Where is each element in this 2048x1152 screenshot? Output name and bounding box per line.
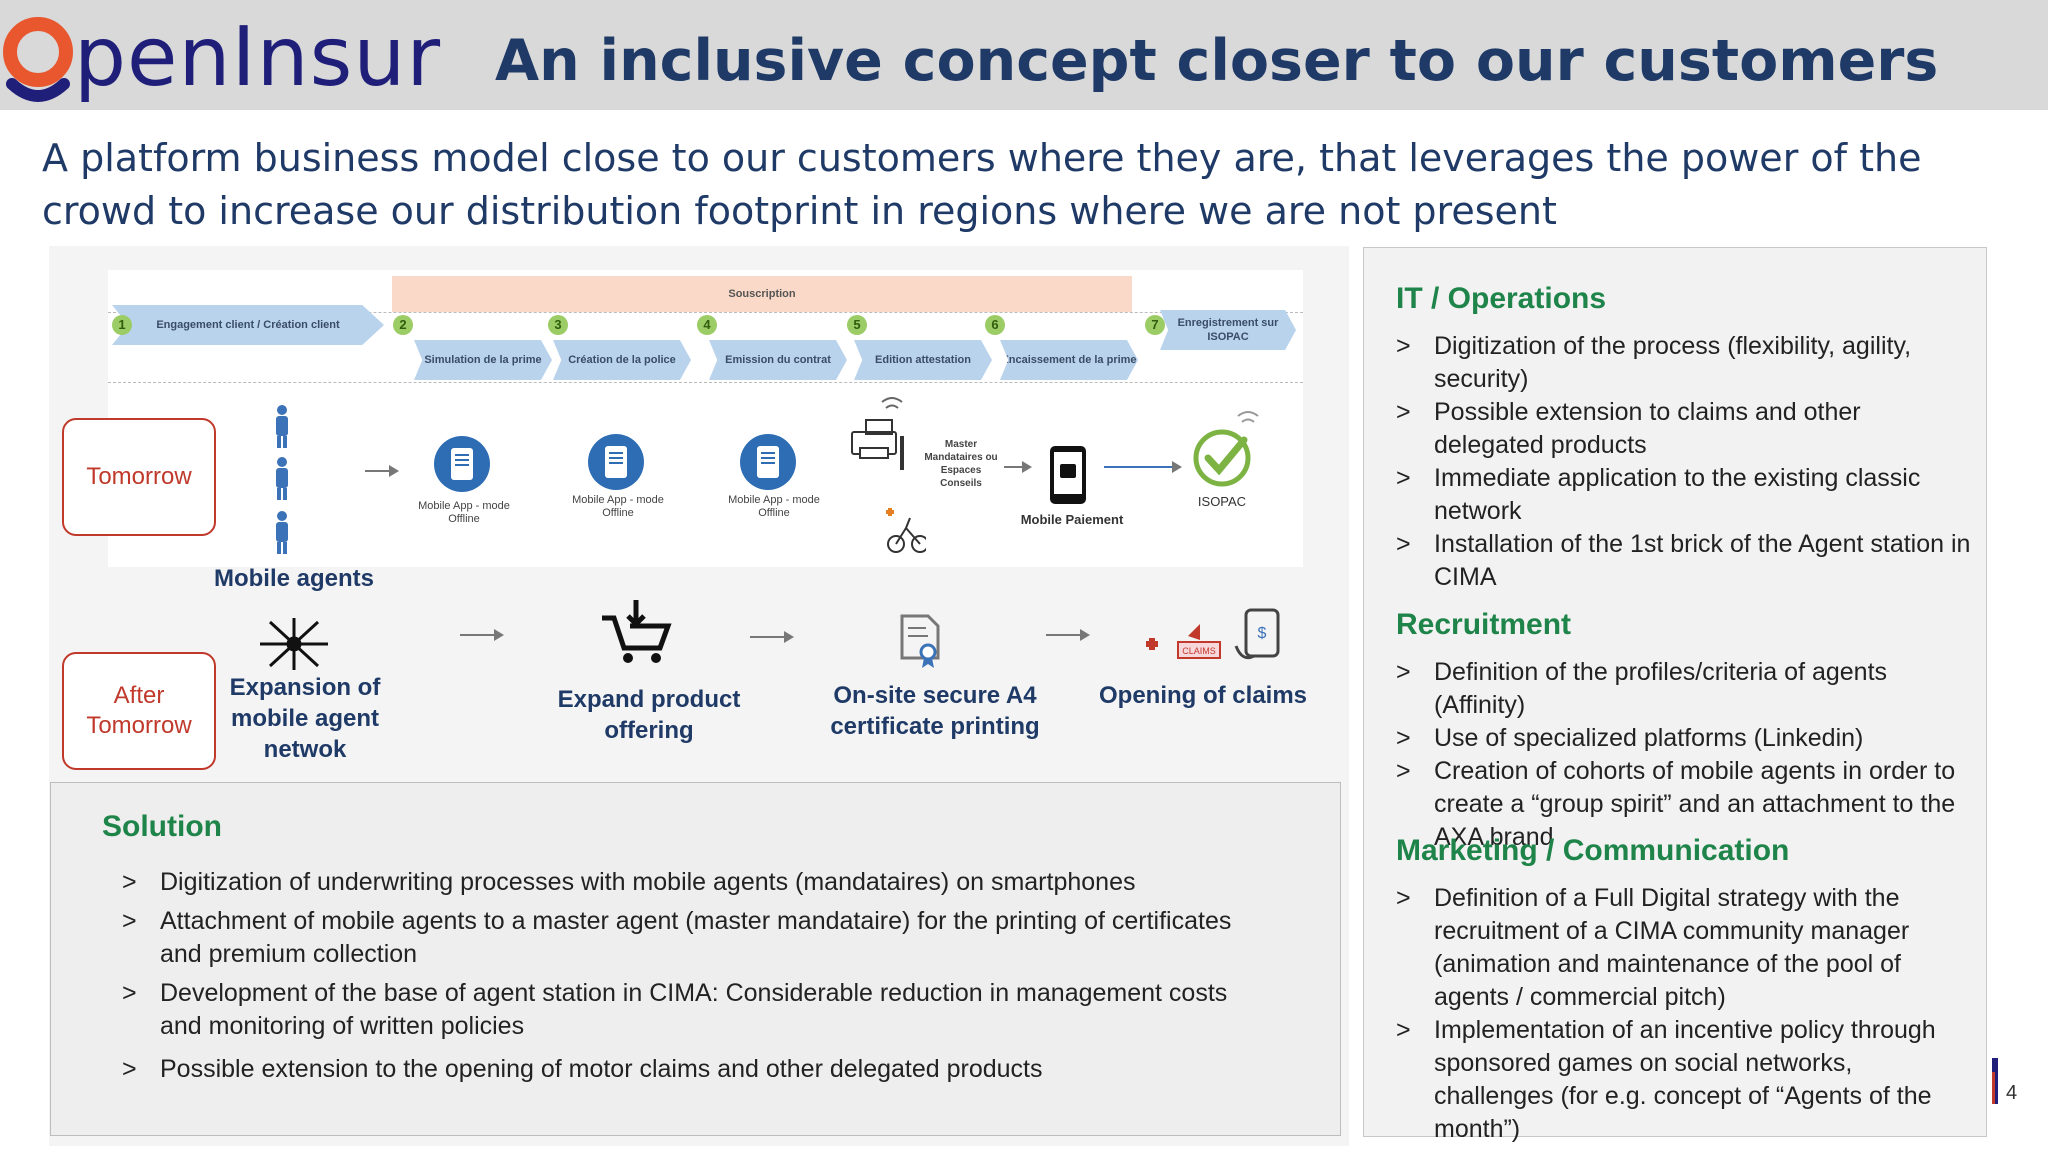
isopac-label: ISOPAC xyxy=(1197,494,1247,509)
network-icon xyxy=(260,618,328,670)
svg-text:$: $ xyxy=(1258,625,1267,642)
tomorrow-badge: Tomorrow xyxy=(62,418,216,536)
process-step-label: Enregistrement sur ISOPAC xyxy=(1177,317,1279,343)
step-number: 2 xyxy=(393,315,413,335)
process-step-2: Simulation de la prime xyxy=(414,340,552,380)
process-step-label: Encaissement de la prime xyxy=(1001,354,1137,366)
page-title: An inclusive concept closer to our custo… xyxy=(495,28,1939,94)
mobile-agents-icon xyxy=(276,405,288,554)
after-item-printing: On-site secure A4 certificate printing xyxy=(830,682,1040,740)
souscription-banner: Souscription xyxy=(392,276,1132,312)
list-item: Use of specialized platforms (Linkedin) xyxy=(1396,722,1976,755)
mobile-app-label: Mobile App - mode Offline xyxy=(418,500,510,525)
claims-icon: CLAIMS $ xyxy=(1146,608,1280,660)
process-step-5: Edition attestation xyxy=(854,340,992,380)
it-operations-list: Digitization of the process (flexibility… xyxy=(1396,330,1976,594)
mobile-app-label: Mobile App - mode Offline xyxy=(572,494,664,519)
list-item: Possible extension to the opening of mot… xyxy=(122,1053,1262,1086)
process-step-1: Engagement client / Création client xyxy=(112,305,384,345)
list-item: Development of the base of agent station… xyxy=(122,977,1262,1043)
mobile-payment-label: Mobile Paiement xyxy=(1020,512,1124,527)
list-item: Attachment of mobile agents to a master … xyxy=(122,905,1262,971)
list-item: Digitization of underwriting processes w… xyxy=(122,866,1262,899)
logo-mark-icon xyxy=(3,17,73,102)
mobile-app-icon xyxy=(434,436,490,492)
process-step-label: Engagement client / Création client xyxy=(156,319,340,331)
process-step-label: Emission du contrat xyxy=(725,354,831,366)
process-step-6: Encaissement de la prime xyxy=(1000,340,1138,380)
after-tomorrow-badge: After Tomorrow xyxy=(62,652,216,770)
divider xyxy=(108,382,1303,383)
page-marker xyxy=(1992,1058,1998,1104)
tomorrow-label: Tomorrow xyxy=(86,463,192,490)
list-item: Definition of a Full Digital strategy wi… xyxy=(1396,882,1976,1014)
process-step-3: Création de la police xyxy=(553,340,691,380)
svg-text:CLAIMS: CLAIMS xyxy=(1182,646,1216,656)
printer-icon xyxy=(851,397,926,553)
mobile-agents-label: Mobile agents xyxy=(213,565,375,592)
flow-arrow xyxy=(750,631,794,643)
step-number: 1 xyxy=(112,315,132,335)
process-step-4: Emission du contrat xyxy=(709,340,847,380)
step-number: 6 xyxy=(985,315,1005,335)
list-item: Definition of the profiles/criteria of a… xyxy=(1396,656,1976,722)
page-number: 4 xyxy=(2006,1082,2018,1104)
marketing-list: Definition of a Full Digital strategy wi… xyxy=(1396,882,1976,1146)
recruitment-list: Definition of the profiles/criteria of a… xyxy=(1396,656,1976,854)
mobile-payment-icon xyxy=(1050,446,1086,504)
page-subtitle: A platform business model close to our c… xyxy=(42,136,1922,233)
marketing-title: Marketing / Communication xyxy=(1396,834,1790,867)
list-item: Implementation of an incentive policy th… xyxy=(1396,1014,1976,1146)
it-operations-title: IT / Operations xyxy=(1396,282,1607,315)
logo-text: penInsur xyxy=(74,10,442,105)
flow-arrow xyxy=(1004,461,1032,473)
logo: penInsur xyxy=(0,8,441,108)
process-step-7: Enregistrement sur ISOPAC xyxy=(1160,310,1296,350)
after-item-claims: Opening of claims xyxy=(1098,682,1308,709)
shopping-cart-icon xyxy=(602,600,672,663)
after-item-network: Expansion of mobile agent netwok xyxy=(229,674,381,763)
process-step-label: Création de la police xyxy=(568,354,676,366)
flow-arrow xyxy=(1046,629,1090,641)
solution-list: Digitization of underwriting processes w… xyxy=(122,866,1262,1092)
divider xyxy=(108,312,1303,313)
step-number: 4 xyxy=(697,315,717,335)
flow-arrow xyxy=(460,629,504,641)
master-agent-label: Master Mandataires ou Espaces Conseils xyxy=(924,439,998,489)
header-bar: penInsur An inclusive concept closer to … xyxy=(0,0,2048,110)
list-item: Installation of the 1st brick of the Age… xyxy=(1396,528,1976,594)
process-step-label: Simulation de la prime xyxy=(424,354,542,366)
mobile-app-icon xyxy=(740,434,796,490)
page-marker-accent xyxy=(1992,1072,1995,1104)
flow-arrow xyxy=(1104,461,1182,473)
after-item-offering: Expand product offering xyxy=(557,686,741,744)
step-number: 7 xyxy=(1145,315,1165,335)
list-item: Creation of cohorts of mobile agents in … xyxy=(1396,755,1976,854)
list-item: Immediate application to the existing cl… xyxy=(1396,462,1976,528)
list-item: Digitization of the process (flexibility… xyxy=(1396,330,1976,396)
certificate-icon xyxy=(900,614,940,668)
flow-arrow xyxy=(365,465,399,477)
step-number: 5 xyxy=(847,315,867,335)
step-number: 3 xyxy=(548,315,568,335)
process-step-label: Edition attestation xyxy=(875,354,971,366)
mobile-app-icon xyxy=(588,434,644,490)
after-tomorrow-label: After Tomorrow xyxy=(86,682,192,739)
recruitment-title: Recruitment xyxy=(1396,608,1572,641)
solution-title: Solution xyxy=(102,810,222,843)
mobile-app-label: Mobile App - mode Offline xyxy=(728,494,820,519)
isopac-check-icon xyxy=(1193,411,1259,487)
list-item: Possible extension to claims and other d… xyxy=(1396,396,1976,462)
